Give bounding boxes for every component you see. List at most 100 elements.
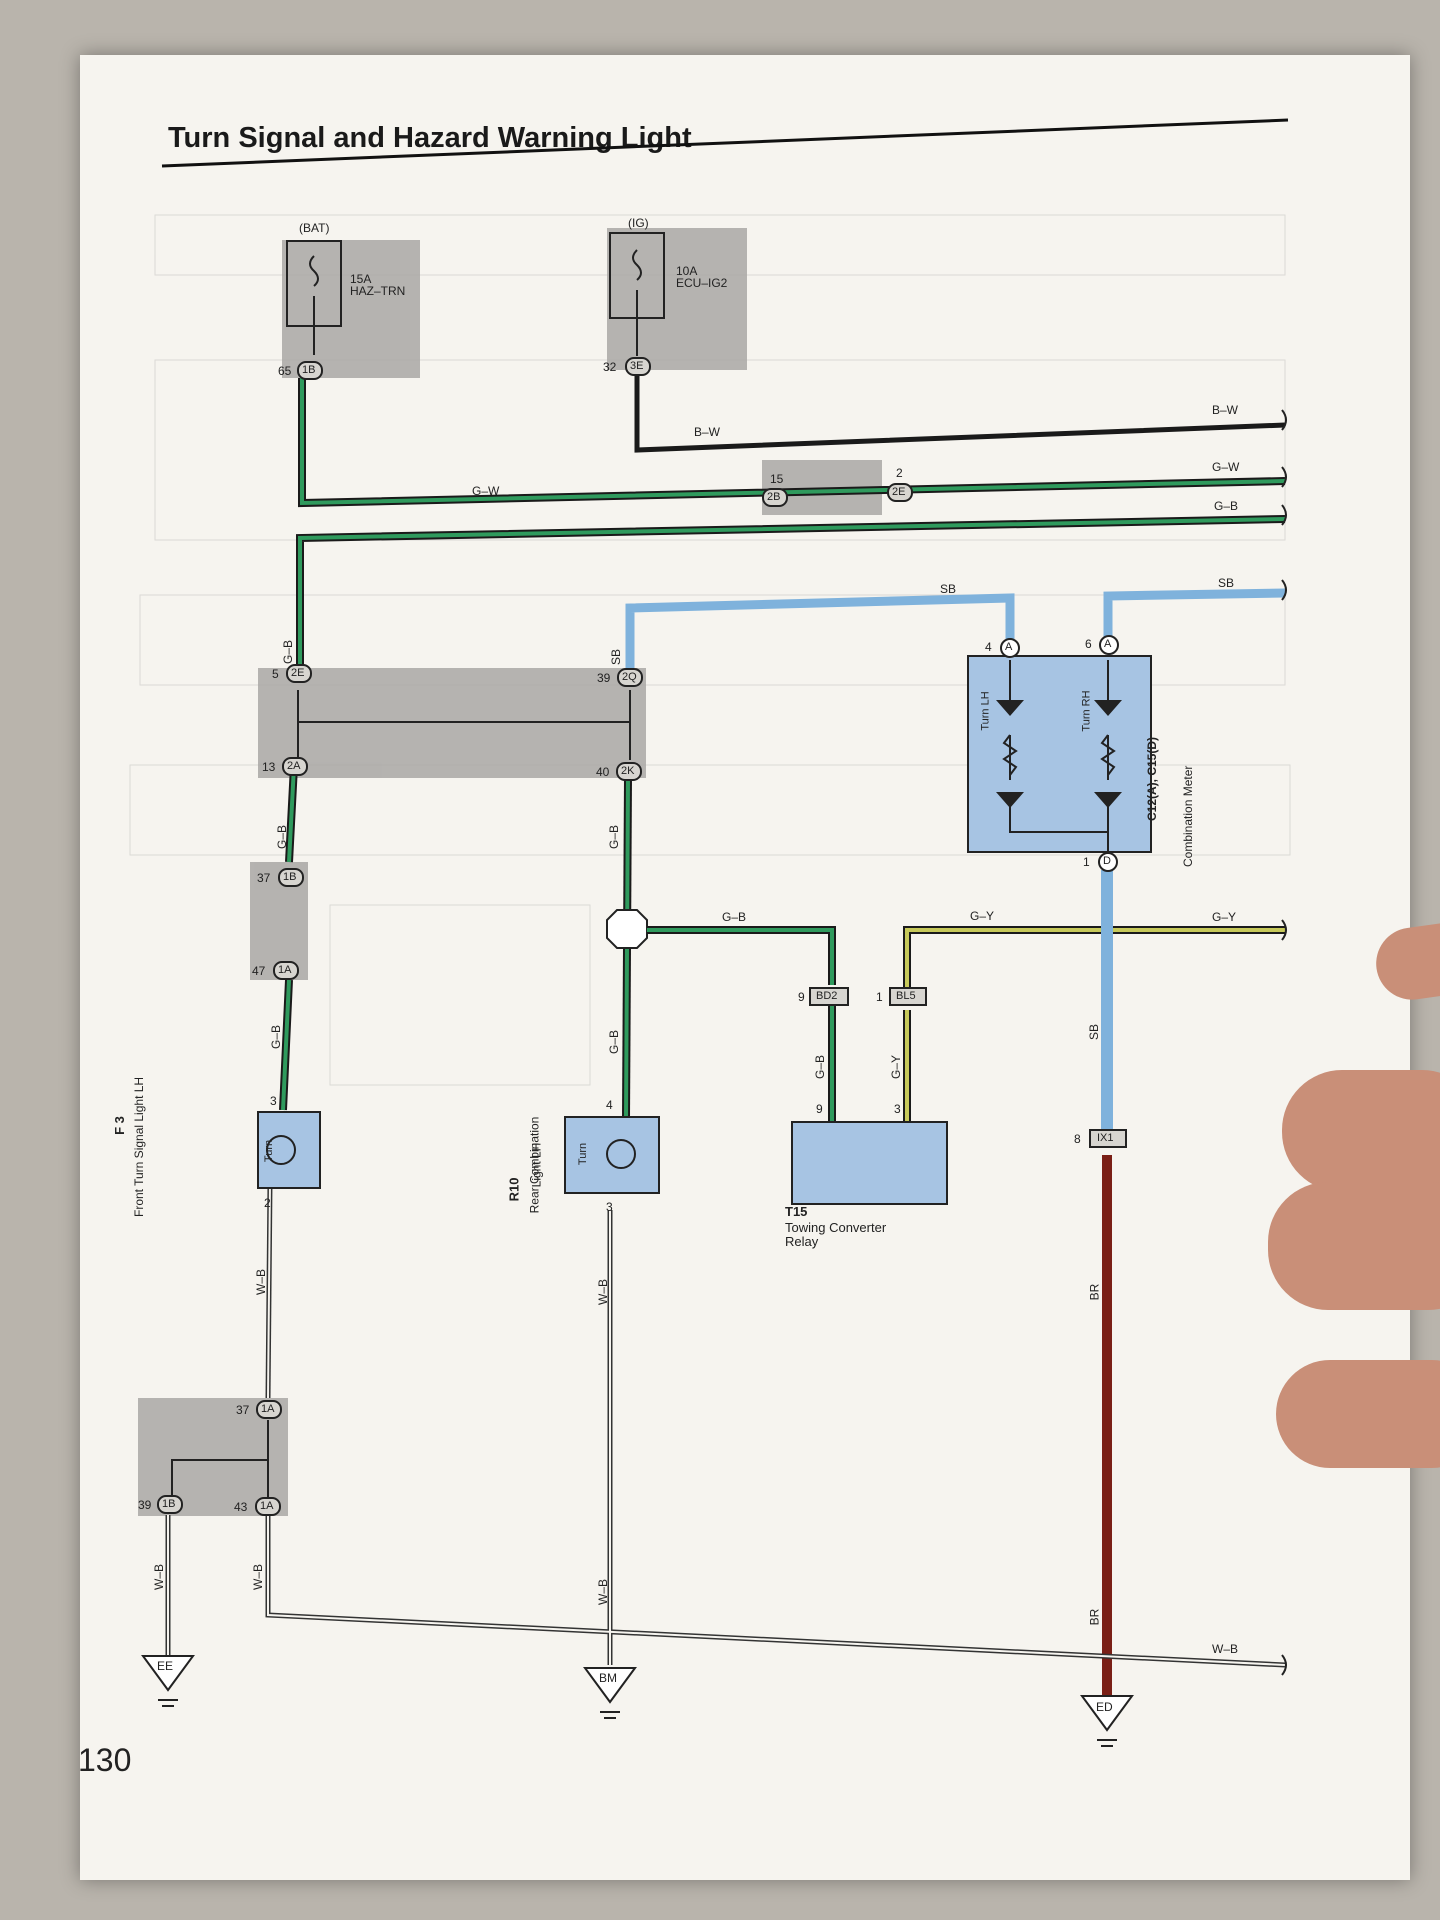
connector-id: D [1103,855,1111,867]
connector-pin: 1 [1083,855,1090,869]
wire-w-b [165,1181,1286,1668]
connector-id: IX1 [1097,1132,1114,1144]
connector-ovals [157,357,1127,1516]
wire-label-sb: SB [940,582,957,596]
connector-pin: 13 [262,760,276,774]
source-bat-label: (BAT) [299,221,330,235]
wire-label-w-b-right: W–B [1212,1642,1239,1656]
connector-pin: 37 [257,871,271,885]
connector-id: 2B [767,491,781,503]
finger [1276,1360,1440,1468]
ground-ee: EE [157,1659,174,1673]
wire-label-g-w: G–W [472,484,500,498]
ground-symbols [141,1655,1134,1732]
fuse-bat-name: HAZ–TRN [350,284,406,298]
wire-label-br-vert: BR [1087,1608,1102,1626]
connector-id: A [1104,638,1112,650]
wire-label-g-b-vert: G–B [607,824,622,850]
connector-pin: 65 [278,364,292,378]
wire-end-curls [1281,409,1287,1676]
wire-label-g-y-vert: G–Y [889,1054,904,1080]
wire-label-g-b-vert: G–B [607,1029,622,1055]
wire-splice-point [606,909,648,949]
connector-pin: 6 [1085,637,1092,651]
wire-g-b-to-bd2 [647,928,834,985]
connector-id: BD2 [816,990,838,1002]
finger [1282,1070,1440,1192]
wire-label-sb-vert: SB [1087,1023,1102,1041]
wire-label-br-vert: BR [1087,1283,1102,1301]
source-ig-label: (IG) [628,216,649,230]
meter-turn-rh: Turn RH [1080,690,1093,732]
wire-label-sb-right: SB [1218,576,1235,590]
component-inner-f3: Turn [263,1139,276,1163]
ground-ed: ED [1096,1700,1113,1714]
component-inner-r10: Turn [577,1142,590,1166]
wire-sb-lh [625,593,1015,668]
connector-pin: 40 [596,765,610,779]
connector-id: 2E [291,667,305,679]
wire-b-w [634,370,1286,453]
connector-id: BL5 [896,990,916,1002]
wire-label-sb-vert: SB [609,648,624,666]
connector-id: 3E [630,360,644,372]
connector-pin: 37 [236,1403,250,1417]
wire-label-b-w: B–W [694,425,721,439]
wire-label-g-y: G–Y [970,909,995,923]
component-combination-meter [967,655,1152,853]
finger [1268,1182,1440,1310]
component-name-r10-line2: Light LH [529,1142,544,1188]
wire-label-w-b-vert: W–B [254,1268,269,1296]
pin-label: 2 [264,1196,271,1210]
title-underline [161,118,1289,168]
wire-label-b-w-right: B–W [1212,403,1239,417]
wire-label-g-w-right: G–W [1212,460,1240,474]
connector-id: 1A [260,1500,274,1512]
fuse-ig-name: ECU–IG2 [676,276,728,290]
wire-label-g-y-right: G–Y [1212,910,1237,924]
pin-label: 3 [606,1200,613,1214]
meter-internals [1002,660,1116,852]
junction-block-bat [282,240,420,378]
connector-id: 1A [278,964,292,976]
connector-id: 2K [621,765,635,777]
connector-id: 1A [261,1403,275,1415]
wire-label-g-b-mid: G–B [722,910,747,924]
component-f3 [257,1111,321,1189]
connector-id: A [1005,641,1013,653]
wire-label-g-b-right: G–B [1214,499,1239,513]
fuse-ig-amp: 10A [676,264,698,278]
wire-label-g-b-vert: G–B [813,1054,828,1080]
connector-pin: 32 [603,360,617,374]
connector-pin: 43 [234,1500,248,1514]
connector-pin: 4 [985,640,992,654]
component-code-r10: R10 [506,1177,522,1202]
connector-pin: 1 [876,990,883,1004]
wire-g-w [300,378,1286,506]
wire-g-b-left [281,765,296,1111]
connector-id: 1B [302,364,316,376]
component-r10 [564,1116,660,1194]
connector-id: 1B [162,1498,176,1510]
wire-label-w-b-vert: W–B [251,1563,266,1591]
pin-label: 3 [894,1102,901,1116]
connector-id: 2E [892,486,906,498]
wire-label-g-b-vert: G–B [269,1024,284,1050]
pin-label: 3 [270,1094,277,1108]
junction-internal-lines [297,690,631,760]
meter-turn-lh: Turn LH [979,691,992,731]
wire-label-w-b-vert: W–B [596,1578,611,1606]
ground-bm: BM [599,1671,617,1685]
connector-pin: 8 [1074,1132,1081,1146]
pin-label: 4 [606,1098,613,1112]
wire-g-b-top [298,517,1286,668]
connector-pin: 39 [597,671,611,685]
component-name-f3: Front Turn Signal Light LH [132,1076,146,1217]
wire-label-g-b-vert: G–B [275,824,290,850]
junction-blocks [138,228,882,1516]
connector-pin: 15 [770,472,784,486]
connector-id: 2A [287,760,301,772]
wire-g-y [905,928,1285,1122]
component-code-meter: C12(A), C15(D) [1145,736,1160,822]
